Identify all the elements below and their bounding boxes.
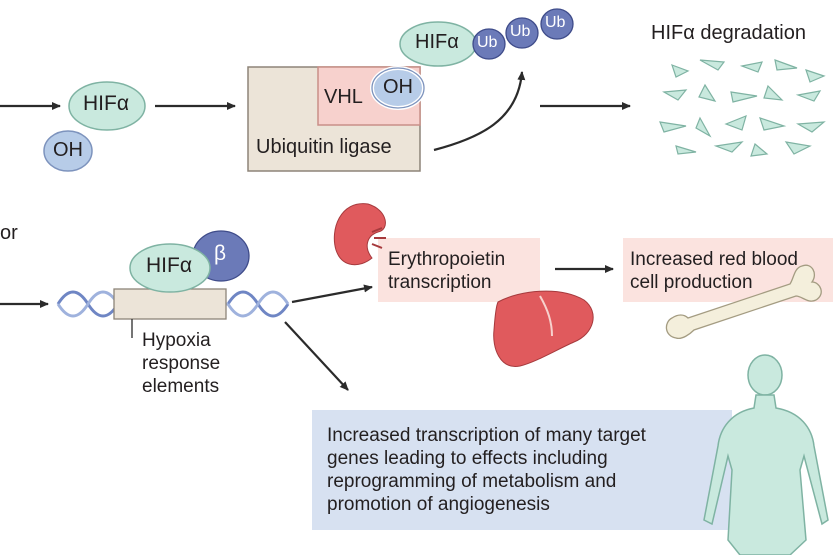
- hif-alpha-shape-top: [68, 81, 146, 131]
- epo-box: [378, 238, 540, 302]
- rbc-production-label: Increased red blood cell production: [630, 249, 798, 293]
- oh-label-ligase: OH: [383, 76, 413, 98]
- hif-alpha-label-top: HIFα: [83, 92, 129, 115]
- ub-shape-2: [505, 17, 539, 49]
- arrow-to-target-genes: [284, 321, 349, 391]
- target-genes-label: Increased transcription of many target g…: [327, 425, 646, 515]
- ub-label-1: Ub: [477, 34, 498, 51]
- hypoxia-response-elements-label: Hypoxia response elements: [142, 330, 221, 397]
- hif-alpha-shape-bottom: [129, 243, 211, 293]
- human-silhouette: [703, 354, 829, 555]
- kidney-vessels: [371, 227, 386, 249]
- curved-arrow-ubiquitination: [433, 71, 526, 152]
- ub-shape-1: [472, 28, 506, 60]
- target-genes-box: [312, 410, 732, 530]
- bone-illustration: [665, 264, 822, 340]
- liver-illustration: [493, 290, 594, 367]
- epo-transcription-label: Erythropoietin transcription: [388, 249, 506, 293]
- liver-lobe-line: [539, 295, 553, 337]
- hif-alpha-label-bottom: HIFα: [146, 254, 192, 277]
- left-edge-text-fragment: or: [0, 222, 18, 244]
- beta-label: β: [214, 242, 227, 265]
- vhl-label: VHL: [324, 86, 363, 108]
- hif-alpha-label-ligase: HIFα: [415, 31, 459, 53]
- hif-fragments: [659, 59, 826, 157]
- hif-degradation-label: HIFα degradation: [651, 22, 806, 44]
- oh-shape-top: [43, 130, 93, 172]
- oh-label-top: OH: [53, 139, 83, 161]
- hypoxia-response-element-box: [113, 288, 227, 320]
- kidney-illustration: [333, 203, 386, 266]
- arrow-to-epo: [291, 284, 373, 304]
- ub-label-2: Ub: [510, 23, 531, 40]
- ub-shape-3: [540, 8, 574, 40]
- oh-outline-ligase: [371, 67, 425, 109]
- ubiquitin-ligase-label: Ubiquitin ligase: [256, 136, 392, 158]
- ub-label-3: Ub: [545, 14, 566, 31]
